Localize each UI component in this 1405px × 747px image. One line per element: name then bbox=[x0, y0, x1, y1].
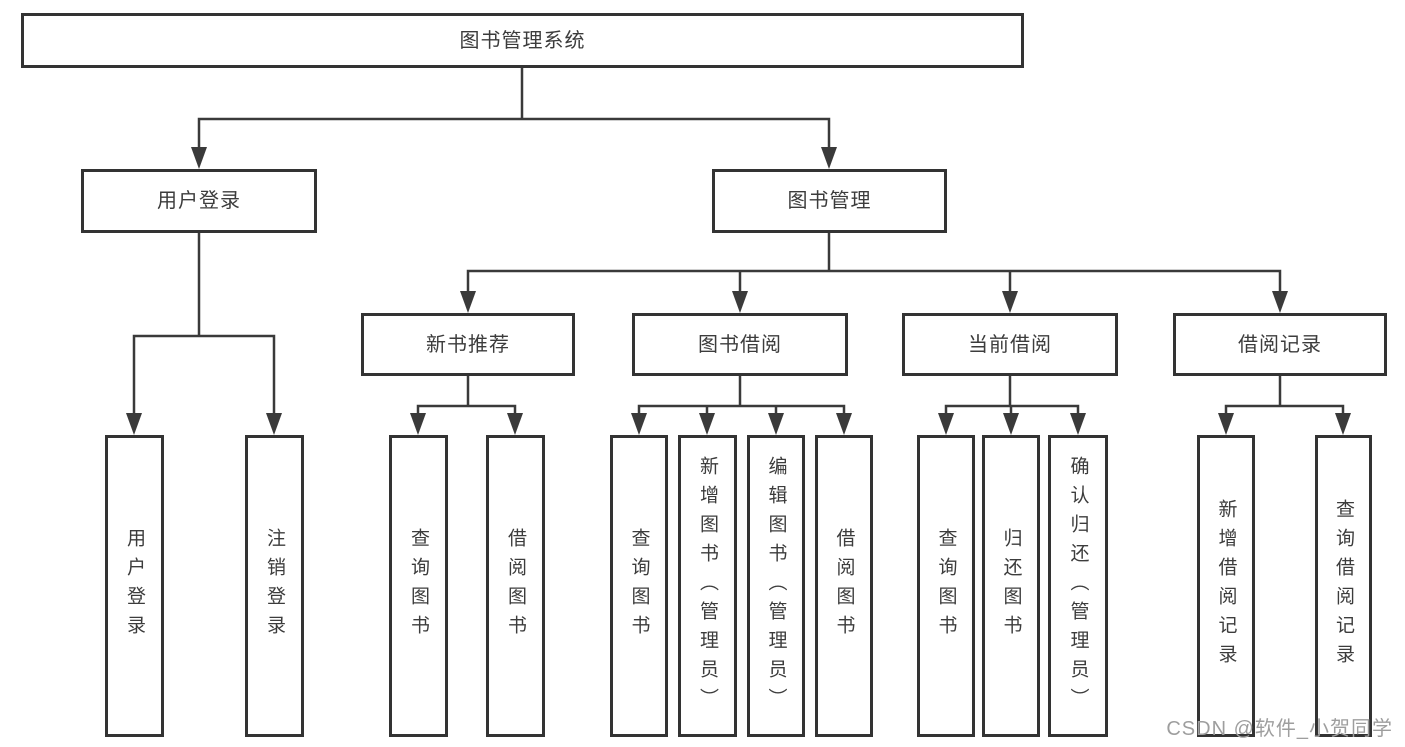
node-label: 编辑图书（管理员） bbox=[765, 455, 787, 717]
edge-from-current-borrow bbox=[944, 374, 1080, 421]
node-borrow-records: 借阅记录 bbox=[1173, 313, 1387, 376]
node-label: 图书管理系统 bbox=[459, 29, 586, 52]
arrowhead-icon bbox=[768, 413, 784, 435]
node-borrow-books-1: 借阅图书 bbox=[486, 435, 545, 737]
node-label: 新增图书（管理员） bbox=[697, 455, 718, 717]
arrowhead-icon bbox=[126, 413, 142, 435]
arrowhead-icon bbox=[1272, 291, 1288, 313]
node-book-management: 图书管理 bbox=[712, 169, 947, 233]
node-label: 图书管理 bbox=[787, 190, 872, 212]
node-label: 用户登录 bbox=[157, 190, 241, 212]
arrowhead-icon bbox=[821, 147, 837, 169]
edge-from-book-management bbox=[466, 231, 1282, 299]
node-user-login-leaf: 用户登录 bbox=[105, 435, 164, 737]
arrowhead-icon bbox=[266, 413, 282, 435]
arrowhead-icon bbox=[460, 291, 476, 313]
arrowhead-icon bbox=[732, 291, 748, 313]
arrowhead-icon bbox=[410, 413, 426, 435]
edge-from-user-login bbox=[132, 231, 276, 421]
arrowhead-icon bbox=[938, 413, 954, 435]
node-user-login: 用户登录 bbox=[81, 169, 317, 233]
node-borrow-books-2: 借阅图书 bbox=[815, 435, 873, 737]
node-query-books-1: 查询图书 bbox=[389, 435, 448, 737]
edge-from-new-book-rec bbox=[416, 374, 517, 421]
node-new-book-rec: 新书推荐 bbox=[361, 313, 575, 376]
node-book-borrow: 图书借阅 bbox=[632, 313, 848, 376]
node-query-books-2: 查询图书 bbox=[610, 435, 668, 737]
node-label: 用户登录 bbox=[124, 528, 145, 644]
node-label: 查询图书 bbox=[408, 528, 429, 644]
node-logout-leaf: 注销登录 bbox=[245, 435, 304, 737]
node-label: 查询借阅记录 bbox=[1333, 499, 1354, 673]
node-label: 借阅记录 bbox=[1238, 333, 1322, 356]
node-label: 借阅图书 bbox=[833, 528, 855, 644]
node-label: 借阅图书 bbox=[505, 528, 526, 644]
node-current-borrow: 当前借阅 bbox=[902, 313, 1118, 376]
arrowhead-icon bbox=[1002, 291, 1018, 313]
node-label: 查询图书 bbox=[628, 528, 650, 644]
node-label: 查询图书 bbox=[935, 528, 957, 644]
node-query-books-3: 查询图书 bbox=[917, 435, 975, 737]
arrowhead-icon bbox=[631, 413, 647, 435]
arrowhead-icon bbox=[1070, 413, 1086, 435]
node-confirm-return-admin: 确认归还（管理员） bbox=[1048, 435, 1108, 737]
arrowhead-icon bbox=[507, 413, 523, 435]
watermark: CSDN @软件_小贺同学 bbox=[1166, 718, 1393, 740]
node-label: 图书借阅 bbox=[698, 333, 782, 356]
arrowhead-icon bbox=[699, 413, 715, 435]
node-label: 当前借阅 bbox=[968, 333, 1052, 356]
arrowhead-icon bbox=[1003, 413, 1019, 435]
arrowhead-icon bbox=[1335, 413, 1351, 435]
node-add-borrow-record: 新增借阅记录 bbox=[1197, 435, 1255, 737]
node-label: 注销登录 bbox=[264, 528, 285, 644]
node-label: 归还图书 bbox=[1000, 528, 1022, 644]
edge-from-borrow-records bbox=[1224, 374, 1345, 421]
edge-from-root bbox=[197, 66, 831, 155]
node-label: 新增借阅记录 bbox=[1215, 499, 1237, 673]
arrowhead-icon bbox=[191, 147, 207, 169]
node-query-borrow-record: 查询借阅记录 bbox=[1315, 435, 1372, 737]
node-add-books-admin: 新增图书（管理员） bbox=[678, 435, 737, 737]
node-return-books: 归还图书 bbox=[982, 435, 1040, 737]
edge-from-book-borrow bbox=[637, 374, 846, 421]
arrowhead-icon bbox=[1218, 413, 1234, 435]
node-label: 确认归还（管理员） bbox=[1067, 455, 1089, 717]
arrowhead-icon bbox=[836, 413, 852, 435]
node-root: 图书管理系统 bbox=[21, 13, 1024, 68]
node-edit-books-admin: 编辑图书（管理员） bbox=[747, 435, 805, 737]
node-label: 新书推荐 bbox=[426, 333, 510, 356]
